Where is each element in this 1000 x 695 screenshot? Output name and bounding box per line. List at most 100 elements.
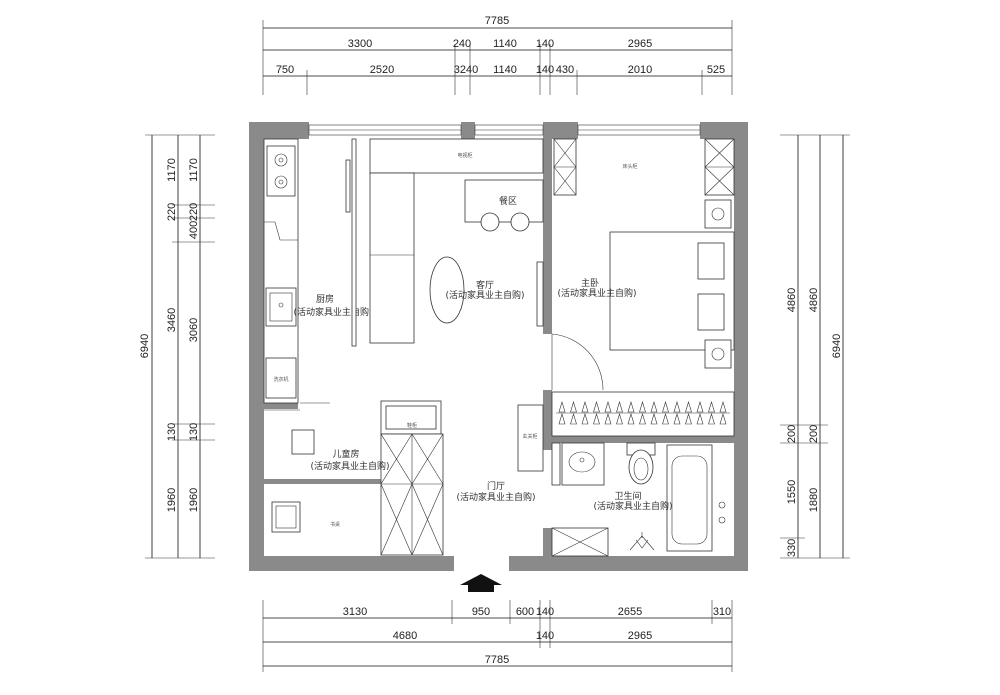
toilet-icon — [626, 442, 656, 485]
windows — [308, 124, 701, 136]
closet-hanger — [616, 400, 623, 425]
plant-icon — [629, 532, 655, 551]
room-kids-note: (活动家具业主自购) — [310, 460, 389, 472]
closet — [551, 391, 735, 437]
dim-left-7: 130 — [188, 423, 200, 441]
right-dimension-lines — [780, 134, 850, 559]
master-door-swing — [551, 333, 604, 391]
dim-right-overall: 6940 — [831, 334, 843, 358]
room-kitchen-note: (活动家具业主自购) — [293, 306, 372, 318]
dim-bottom-3: 600 — [516, 606, 534, 618]
closet-hanger — [627, 400, 635, 425]
pillow — [271, 501, 301, 533]
closet-hanger — [708, 400, 715, 425]
tv-cabinet-label: 电视柜 — [457, 152, 472, 159]
dim-top-r2-7: 2010 — [628, 64, 652, 76]
dim-top-overall: 7785 — [485, 15, 509, 27]
room-master-name: 主卧 — [581, 277, 599, 289]
closet-hanger — [650, 400, 658, 425]
top-dimension-lines — [262, 20, 733, 95]
dim-right-5: 1550 — [786, 480, 798, 504]
dim-bottom-overall: 7785 — [485, 654, 509, 666]
dim-left-4: 3460 — [166, 308, 178, 332]
room-living-note: (活动家具业主自购) — [445, 289, 524, 301]
interior-walls — [264, 139, 734, 558]
dim-top-r2-4: 1140 — [493, 64, 517, 76]
master-furniture — [551, 138, 735, 437]
shoe-label: 鞋柜 — [407, 422, 417, 429]
dining-table — [464, 179, 544, 223]
bathtub-icon — [666, 444, 713, 552]
dim-top-r2-3: 3240 — [454, 64, 478, 76]
left-dimension-lines — [145, 134, 215, 559]
dim-top-1: 3300 — [348, 38, 372, 50]
room-bath-name: 卫生间 — [614, 490, 641, 502]
dim-top-3: 1140 — [493, 38, 517, 50]
living-furniture — [369, 138, 544, 344]
dim-right-7: 330 — [786, 539, 798, 557]
closet-hanger — [685, 400, 692, 425]
bath-fixtures — [551, 442, 726, 557]
closet-hanger — [639, 400, 646, 425]
dim-top-r2-1: 750 — [276, 64, 294, 76]
dim-left-5: 3060 — [188, 318, 200, 342]
room-kitchen-name: 厨房 — [316, 293, 334, 305]
kitchen-fixtures — [263, 138, 330, 411]
washer-label: 洗衣机 — [273, 376, 288, 383]
outer-walls — [249, 122, 748, 571]
dim-bottom-5: 2655 — [618, 606, 642, 618]
dim-bottom-4: 140 — [536, 606, 554, 618]
room-dining-name: 餐区 — [499, 195, 517, 207]
room-foyer-name: 门厅 — [487, 480, 505, 492]
kitchen-sliding-door — [345, 138, 357, 347]
closet-hanger — [593, 400, 600, 425]
dim-bottom-6: 310 — [713, 606, 731, 618]
tv-cabinet — [369, 138, 544, 174]
bottom-dimension-lines — [262, 600, 733, 672]
gas-stove-icon — [266, 145, 296, 197]
dim-left-2b: 220 — [188, 203, 200, 221]
closet-hanger — [696, 400, 704, 425]
bedside-label: 床头柜 — [622, 163, 637, 170]
closet-hanger — [604, 400, 612, 425]
dim-left-6: 130 — [166, 423, 178, 441]
dim-left-1b: 1170 — [188, 158, 200, 182]
dim-left-3: 400 — [188, 221, 200, 239]
room-living-name: 客厅 — [476, 279, 494, 291]
kids-furniture — [271, 429, 315, 533]
closet-hanger — [558, 400, 566, 425]
dim-left-1: 1170 — [166, 158, 178, 182]
dim-top-r2-6: 430 — [556, 64, 574, 76]
dim-left-8: 1960 — [166, 488, 178, 512]
closet-hangers — [558, 400, 727, 425]
desk-label: 书桌 — [330, 521, 340, 528]
closet-hanger — [662, 400, 669, 425]
closet-hanger — [581, 400, 589, 425]
dim-left-2: 220 — [166, 203, 178, 221]
entrance-arrow-icon — [460, 574, 502, 592]
dim-right-3: 200 — [786, 425, 798, 443]
dim-bottom-r2-3: 2965 — [628, 630, 652, 642]
room-kids-name: 儿童房 — [332, 448, 359, 460]
foyer-furniture — [380, 400, 544, 556]
sink-icon — [561, 442, 605, 486]
closet-hanger — [673, 400, 681, 425]
dim-left-overall: 6940 — [139, 334, 151, 358]
room-foyer-note: (活动家具业主自购) — [456, 491, 535, 503]
sofa — [369, 172, 415, 344]
dim-bottom-r2-1: 4680 — [393, 630, 417, 642]
closet-hanger — [570, 400, 577, 425]
dim-top-5: 2965 — [628, 38, 652, 50]
dim-top-r2-8: 525 — [707, 64, 725, 76]
desk — [291, 429, 315, 455]
coffee-table — [429, 256, 465, 324]
dim-right-1: 4860 — [786, 288, 798, 312]
dim-top-r2-2: 2520 — [370, 64, 394, 76]
dim-bottom-r2-2: 140 — [536, 630, 554, 642]
dim-bottom-2: 950 — [472, 606, 490, 618]
dim-right-2: 4860 — [808, 288, 820, 312]
entry-label: 玄关柜 — [522, 433, 537, 440]
closet-hanger — [719, 400, 727, 425]
